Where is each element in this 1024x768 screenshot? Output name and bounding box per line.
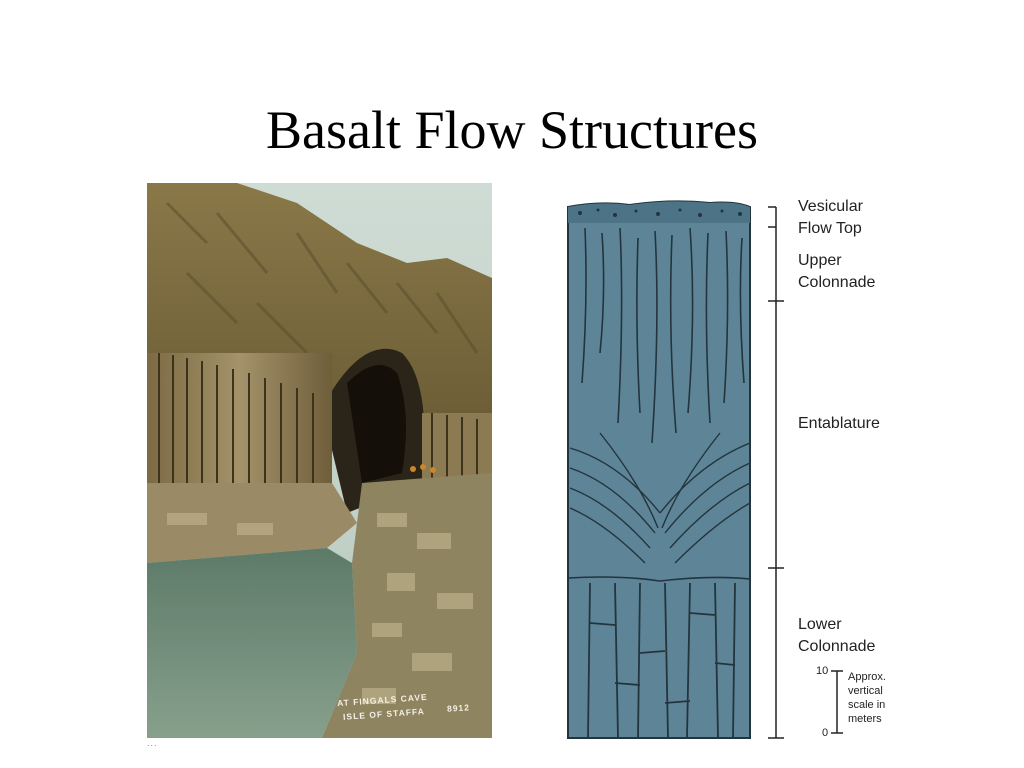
slide-title: Basalt Flow Structures [266, 100, 758, 160]
scale-line1: Approx. [848, 671, 886, 683]
postcard-caption-suffix: 8912 [446, 702, 471, 714]
label-lower-2: Colonnade [798, 638, 876, 655]
scale-bottom-value: 0 [822, 727, 829, 739]
scale-line3: scale in [848, 699, 886, 711]
label-upper-1: Upper [798, 252, 842, 269]
photo-credit: ... [147, 738, 158, 748]
label-vesicular-1: Vesicular [798, 198, 863, 215]
scale-line4: meters [848, 713, 882, 725]
basalt-flow-diagram: Vesicular Flow Top Upper Colonnade Entab… [540, 183, 910, 743]
label-lower-1: Lower [798, 616, 842, 633]
label-entablature: Entablature [798, 415, 880, 432]
scale-top-value: 10 [816, 665, 829, 677]
fingals-cave-photo: AT FINGALS CAVE ISLE OF STAFFA 8912 [147, 183, 492, 738]
label-upper-2: Colonnade [798, 274, 876, 291]
scale-line2: vertical [848, 685, 883, 697]
label-vesicular-2: Flow Top [798, 220, 862, 237]
